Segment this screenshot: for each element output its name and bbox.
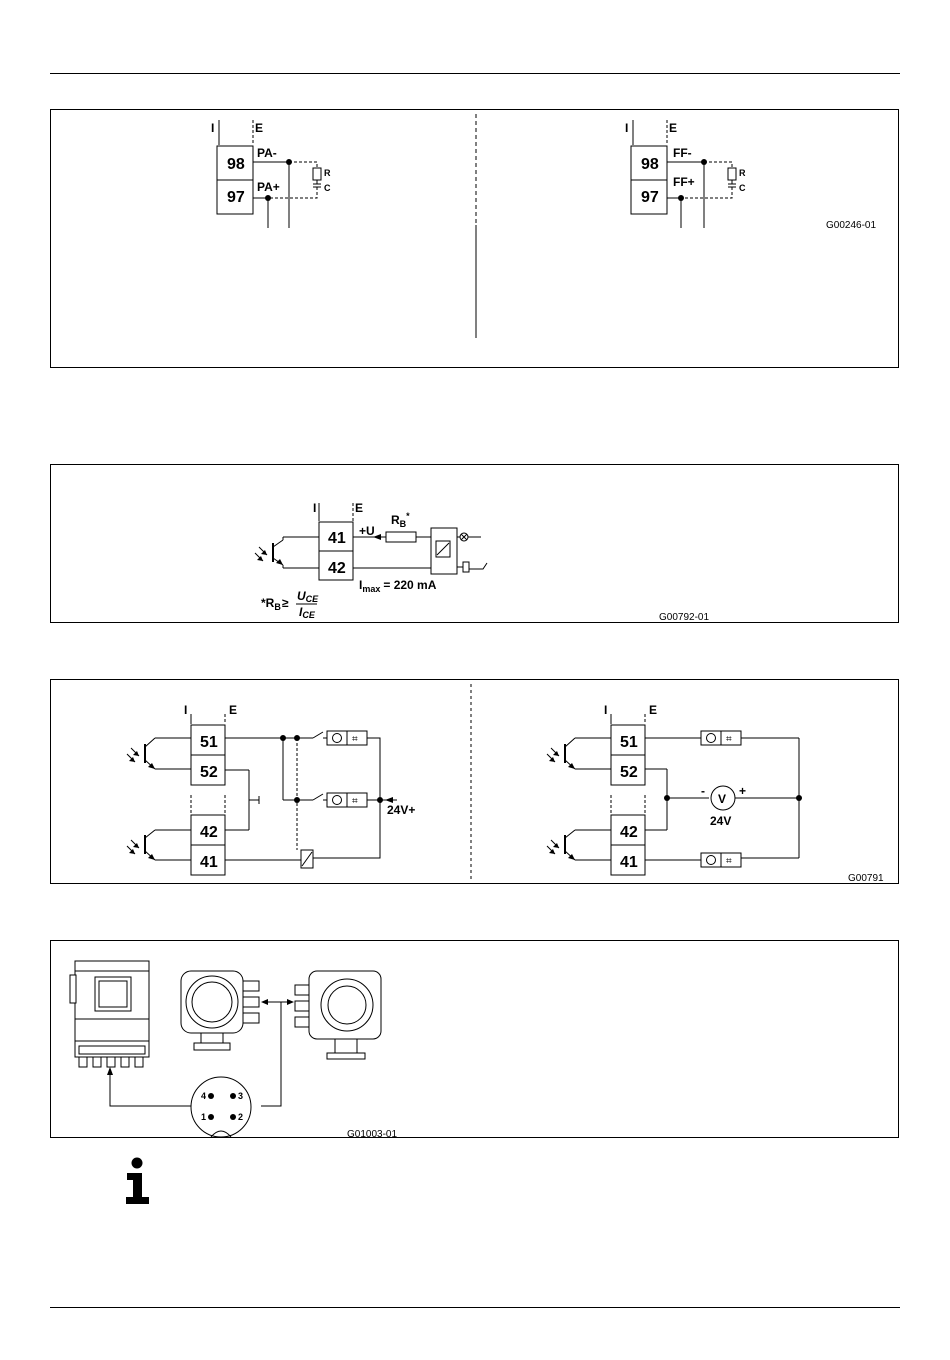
pa-col-e: E xyxy=(255,121,263,135)
contact-svg: I E 51 52 42 41 xyxy=(51,680,900,885)
contact-right-terminal-52: 52 xyxy=(620,764,638,781)
contact-right-col-i: I xyxy=(604,703,607,717)
pa-minus-label: PA- xyxy=(257,146,277,160)
ff-group: I E 98 97 FF- FF+ R C G00246-01 xyxy=(625,120,876,231)
contact-left-col-e: E xyxy=(229,703,237,717)
field-mount-transmitter-icon xyxy=(181,971,259,1050)
contact-right-group: I E 51 52 42 41 xyxy=(547,703,884,884)
wall-mount-transmitter-icon xyxy=(70,961,149,1067)
pulse-formula-num: UCE xyxy=(297,589,319,604)
contact-left-terminal-41: 41 xyxy=(200,854,218,871)
pulse-svg: I E 41 42 +U RB* xyxy=(51,465,900,624)
contact-right-voltage-label: 24V xyxy=(710,814,731,828)
pulse-imax-label: Imax= 220 mA xyxy=(359,578,437,594)
contact-right-counter-upper-icon: ⌗ xyxy=(701,731,741,745)
contact-right-meter-label: V xyxy=(718,792,726,806)
pulse-transistor-icon xyxy=(255,537,319,568)
contact-left-switch-1 xyxy=(313,732,323,738)
panel-contact-output-diagram: I E 51 52 42 41 xyxy=(50,679,899,884)
pa-terminal-97: 97 xyxy=(227,189,245,206)
pulse-col-e: E xyxy=(355,501,363,515)
contact-left-counter-upper-icon: ⌗ xyxy=(327,731,367,745)
pulse-rb-label: RB* xyxy=(391,511,410,529)
contact-figure-code: G00791 xyxy=(848,873,884,884)
footer-rule xyxy=(50,1307,900,1308)
ff-resistor xyxy=(728,168,736,180)
panel-pa-ff-diagram: I E 98 97 PA- PA+ R C I xyxy=(50,109,899,368)
double-arrow-icon xyxy=(261,999,294,1106)
connector-wire-to-transmitter xyxy=(110,1071,191,1106)
svg-text:⌗: ⌗ xyxy=(726,856,732,867)
pulse-col-i: I xyxy=(313,501,316,515)
pulse-supply-label: +U xyxy=(359,524,375,538)
connector-pin-2: 2 xyxy=(238,1112,243,1122)
panel-pulse-output-diagram: I E 41 42 +U RB* xyxy=(50,464,899,623)
ff-c-label: C xyxy=(739,183,746,193)
remote-display-icon xyxy=(295,971,381,1059)
connector-plug-icon xyxy=(191,1077,251,1137)
pulse-terminal-42: 42 xyxy=(328,560,346,577)
pa-ff-figure-code: G00246-01 xyxy=(826,220,876,231)
contact-left-switch-2 xyxy=(313,794,323,800)
pa-resistor xyxy=(313,168,321,180)
contact-left-terminal-42: 42 xyxy=(200,824,218,841)
pulse-figure-code: G00792-01 xyxy=(659,612,709,623)
svg-text:⌗: ⌗ xyxy=(726,734,732,745)
connector-figure-code: G01003-01 xyxy=(347,1129,397,1140)
pa-ff-svg: I E 98 97 PA- PA+ R C I xyxy=(51,110,900,369)
pa-plus-label: PA+ xyxy=(257,180,280,194)
contact-left-group: I E 51 52 42 41 xyxy=(127,703,415,875)
ff-col-e: E xyxy=(669,121,677,135)
connector-arrow-up xyxy=(107,1067,113,1075)
pa-col-i: I xyxy=(211,121,214,135)
contact-right-minus: - xyxy=(701,784,705,798)
ff-terminal-98: 98 xyxy=(641,156,659,173)
pa-terminal-98: 98 xyxy=(227,156,245,173)
contact-right-transistor-lower-icon xyxy=(547,830,611,860)
svg-text:⌗: ⌗ xyxy=(352,796,358,807)
contact-right-terminal-42: 42 xyxy=(620,824,638,841)
pa-r-label: R xyxy=(324,168,331,178)
ff-r-label: R xyxy=(739,168,746,178)
ff-terminal-97: 97 xyxy=(641,189,659,206)
contact-right-transistor-upper-icon xyxy=(547,738,611,769)
contact-right-plus: + xyxy=(739,784,746,798)
info-i-icon xyxy=(122,1157,154,1205)
ff-col-i: I xyxy=(625,121,628,135)
connector-pin-1: 1 xyxy=(201,1112,206,1122)
contact-left-col-i: I xyxy=(184,703,187,717)
pa-c-label: C xyxy=(324,183,331,193)
contact-right-counter-lower-icon: ⌗ xyxy=(701,853,741,867)
header-rule xyxy=(50,73,900,74)
svg-text:⌗: ⌗ xyxy=(352,734,358,745)
connector-pin-3: 3 xyxy=(238,1091,243,1101)
connector-pin-4: 4 xyxy=(201,1091,206,1101)
pulse-resistor-rb xyxy=(386,532,416,542)
pulse-terminal-41: 41 xyxy=(328,530,346,547)
ff-plus-label: FF+ xyxy=(673,175,695,189)
contact-right-terminal-41: 41 xyxy=(620,854,638,871)
contact-left-counter-lower-icon: ⌗ xyxy=(327,793,367,807)
pulse-formula-den: ICE xyxy=(299,605,316,620)
contact-right-terminal-51: 51 xyxy=(620,734,638,751)
pulse-formula-lhs: *RB≥ xyxy=(261,596,289,612)
device-svg: 4 3 1 2 G01003-01 xyxy=(51,941,900,1139)
pa-rc-top-dash xyxy=(289,162,317,168)
contact-left-voltage-label: 24V+ xyxy=(387,803,415,817)
contact-left-terminal-51: 51 xyxy=(200,734,218,751)
panel-device-connector-diagram: 4 3 1 2 G01003-01 xyxy=(50,940,899,1138)
ff-rc-top-dash xyxy=(704,162,732,168)
contact-left-transistor-lower-icon xyxy=(127,830,191,860)
contact-right-col-e: E xyxy=(649,703,657,717)
contact-left-transistor-upper-icon xyxy=(127,738,191,769)
ff-minus-label: FF- xyxy=(673,146,692,160)
contact-left-terminal-52: 52 xyxy=(200,764,218,781)
pa-group: I E 98 97 PA- PA+ R C xyxy=(211,120,331,228)
pulse-lamp-icon xyxy=(460,533,481,541)
pulse-counter-output-icon xyxy=(457,562,487,572)
